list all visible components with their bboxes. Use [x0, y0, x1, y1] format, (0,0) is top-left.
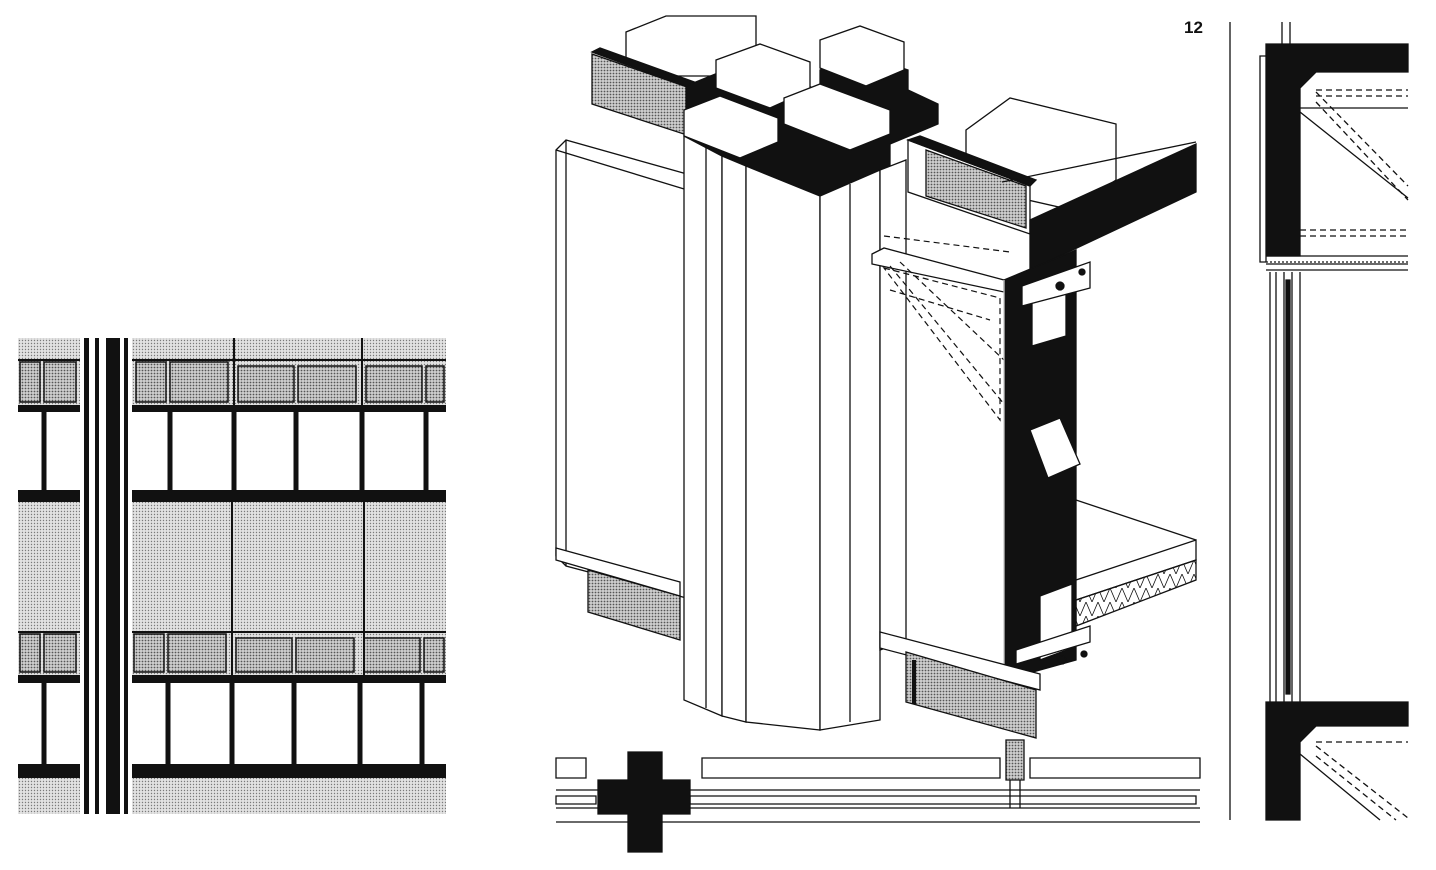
facade-elevation [18, 338, 446, 814]
wall-vertical-section [1259, 22, 1409, 821]
column-plan-section [555, 739, 1201, 853]
facade-column [80, 338, 132, 814]
corner-column-isometric [555, 15, 1197, 739]
page-number: 12 [1184, 18, 1203, 37]
